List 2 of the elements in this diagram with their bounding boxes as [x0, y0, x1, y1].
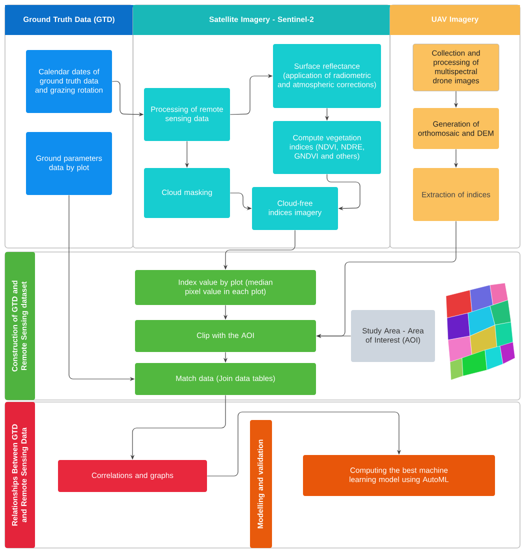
arrow	[326, 174, 360, 210]
arrow	[206, 412, 402, 476]
